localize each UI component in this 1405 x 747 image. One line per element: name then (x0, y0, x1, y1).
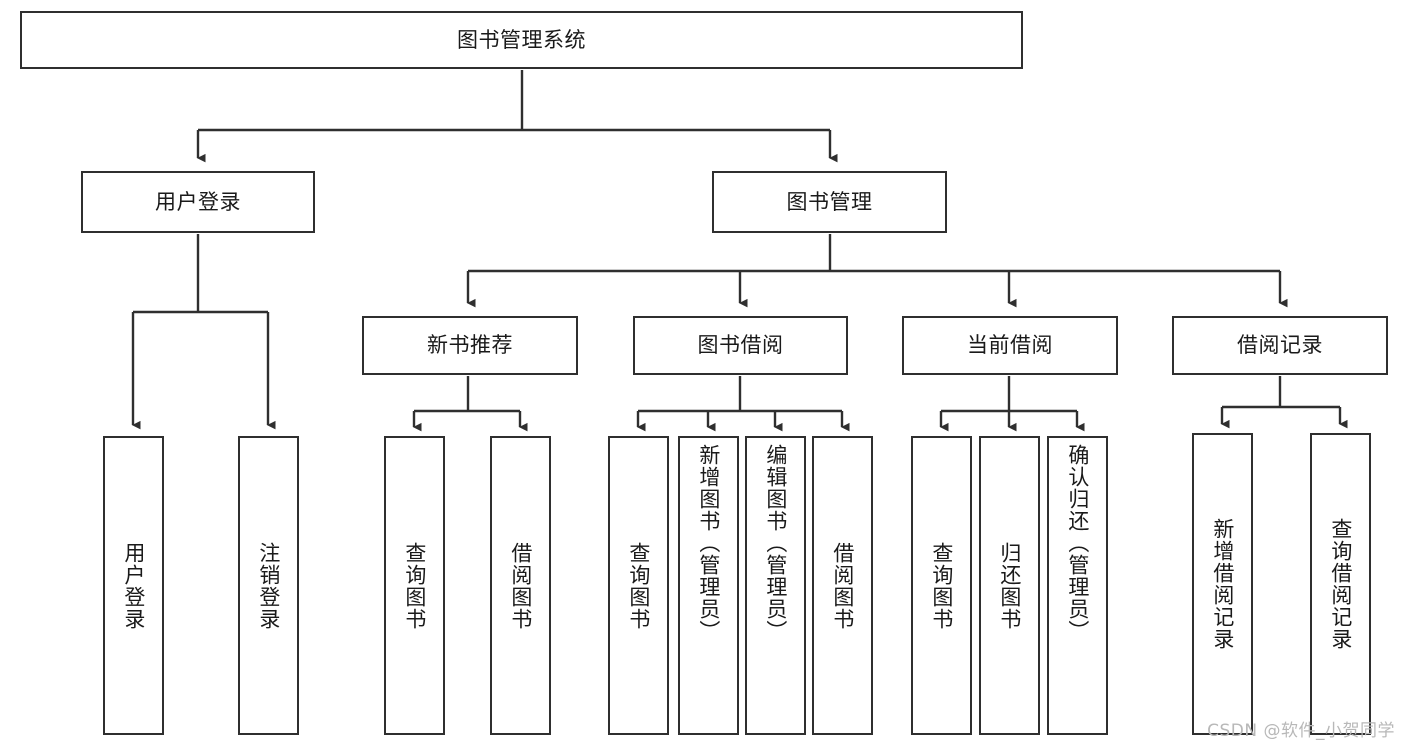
node-current-borrow-label: 当前借阅 (967, 333, 1053, 358)
node-leaf-borrow-book-2[interactable]: 借阅图书 (812, 436, 873, 735)
node-current-borrow[interactable]: 当前借阅 (902, 316, 1118, 375)
node-new-book-rec[interactable]: 新书推荐 (362, 316, 578, 375)
node-leaf-borrow-book-1[interactable]: 借阅图书 (490, 436, 551, 735)
node-leaf-borrow-book-1-label: 借阅图书 (508, 541, 533, 630)
node-leaf-confirm-return-label: 确认归还（管理员） (1065, 444, 1090, 642)
node-leaf-borrow-book-2-label: 借阅图书 (830, 541, 855, 630)
node-book-manage[interactable]: 图书管理 (712, 171, 947, 233)
node-leaf-user-login[interactable]: 用户登录 (103, 436, 164, 735)
node-leaf-logout[interactable]: 注销登录 (238, 436, 299, 735)
node-user-login[interactable]: 用户登录 (81, 171, 315, 233)
node-leaf-edit-book-label: 编辑图书（管理员） (763, 444, 788, 642)
node-leaf-return-book-label: 归还图书 (997, 541, 1022, 630)
node-root-label: 图书管理系统 (457, 27, 586, 52)
node-leaf-query-book-2-label: 查询图书 (626, 541, 651, 630)
node-leaf-query-record[interactable]: 查询借阅记录 (1310, 433, 1371, 735)
node-leaf-query-book-2[interactable]: 查询图书 (608, 436, 669, 735)
node-leaf-query-record-label: 查询借阅记录 (1328, 518, 1353, 650)
node-leaf-query-book-1[interactable]: 查询图书 (384, 436, 445, 735)
node-leaf-query-book-3[interactable]: 查询图书 (911, 436, 972, 735)
node-leaf-return-book[interactable]: 归还图书 (979, 436, 1040, 735)
node-user-login-label: 用户登录 (155, 189, 241, 214)
node-leaf-query-book-1-label: 查询图书 (402, 541, 427, 630)
node-root[interactable]: 图书管理系统 (20, 11, 1023, 69)
node-leaf-confirm-return[interactable]: 确认归还（管理员） (1047, 436, 1108, 735)
node-book-borrow-label: 图书借阅 (697, 333, 784, 358)
node-book-borrow[interactable]: 图书借阅 (633, 316, 848, 375)
node-borrow-record-label: 借阅记录 (1237, 333, 1323, 358)
node-leaf-edit-book[interactable]: 编辑图书（管理员） (745, 436, 806, 735)
node-leaf-add-book-label: 新增图书（管理员） (696, 444, 721, 642)
node-leaf-user-login-label: 用户登录 (121, 541, 146, 630)
csdn-watermark: CSDN @软件_小贺同学 (1207, 721, 1395, 741)
node-leaf-add-record[interactable]: 新增借阅记录 (1192, 433, 1253, 735)
node-borrow-record[interactable]: 借阅记录 (1172, 316, 1388, 375)
node-book-manage-label: 图书管理 (786, 189, 873, 214)
node-leaf-logout-label: 注销登录 (256, 541, 281, 630)
node-leaf-add-record-label: 新增借阅记录 (1210, 518, 1235, 650)
node-new-book-rec-label: 新书推荐 (427, 333, 513, 358)
node-leaf-add-book[interactable]: 新增图书（管理员） (678, 436, 739, 735)
node-leaf-query-book-3-label: 查询图书 (929, 541, 954, 630)
